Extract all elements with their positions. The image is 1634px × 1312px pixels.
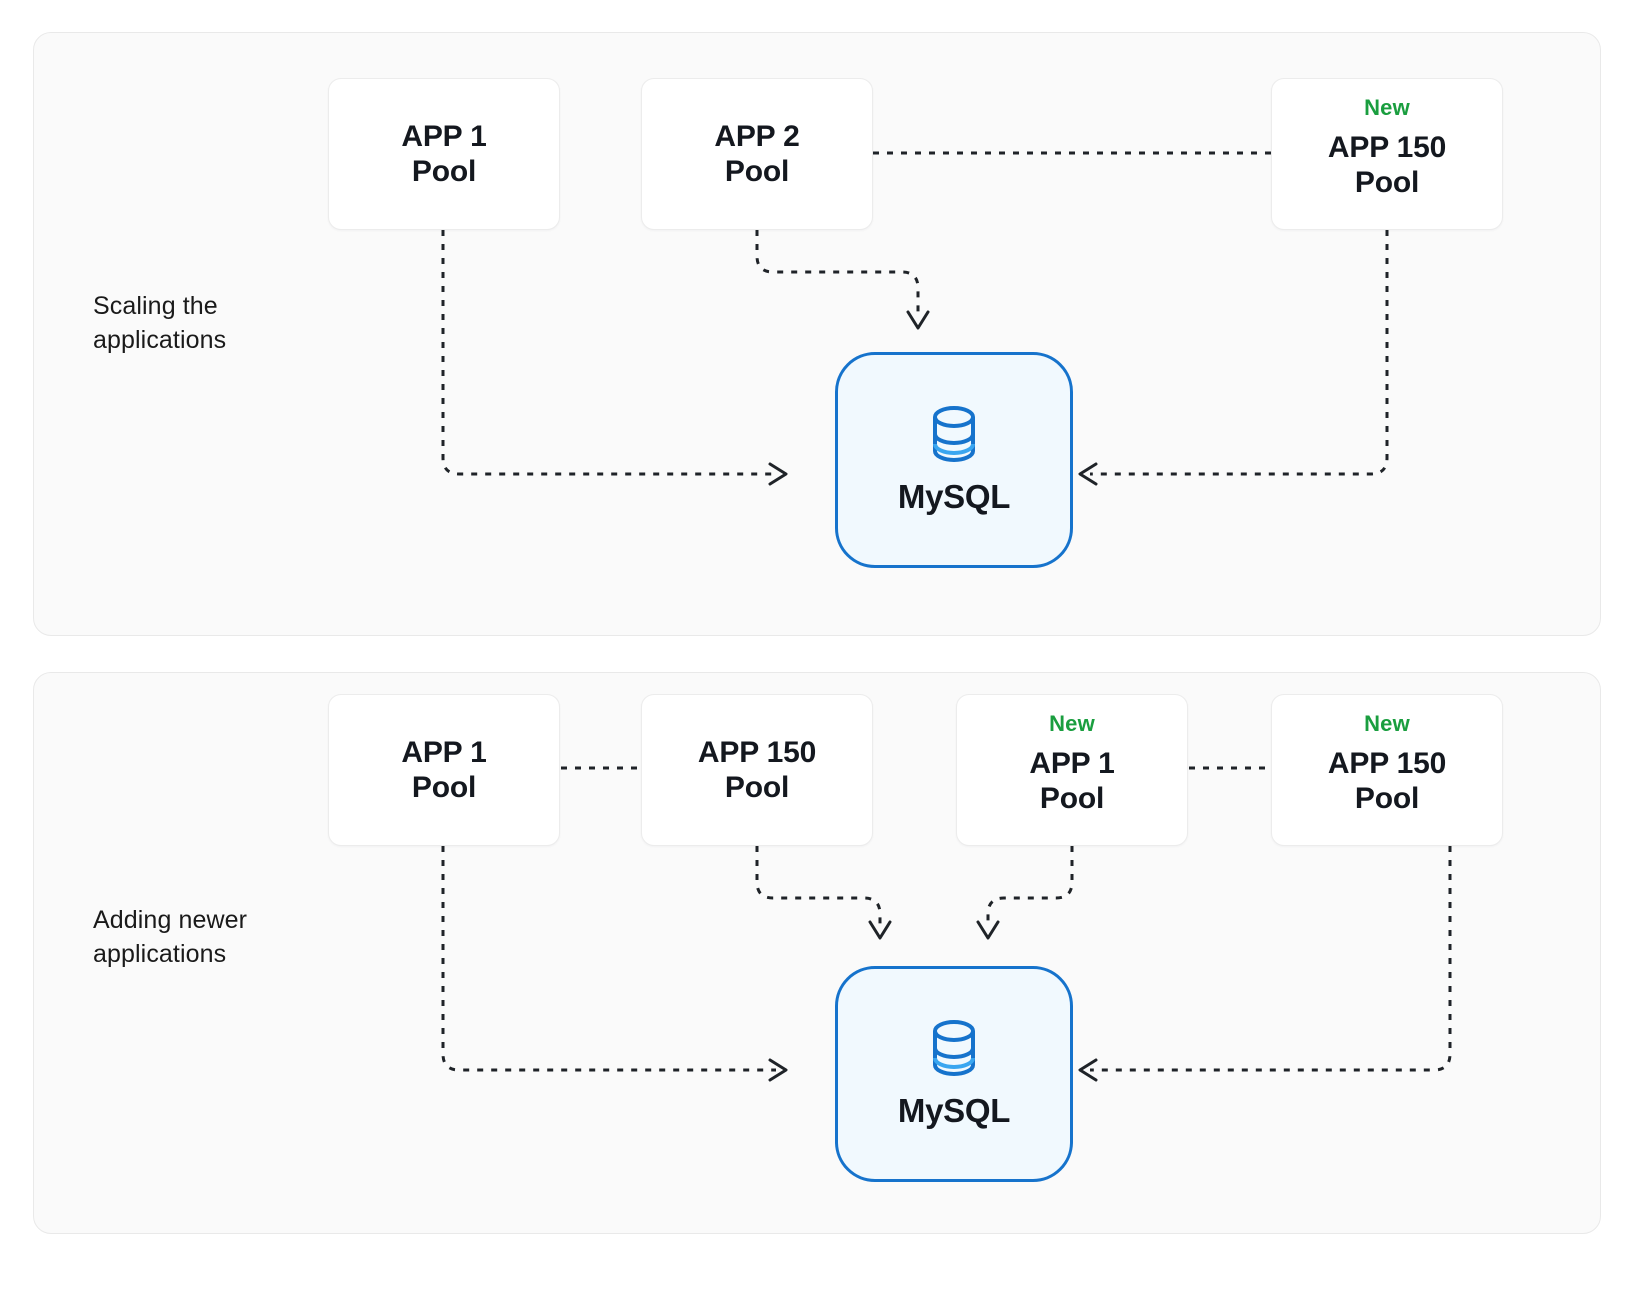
panel-caption-adding: Adding newer applications bbox=[93, 906, 248, 968]
database-label: MySQL bbox=[897, 1092, 1011, 1129]
database-icon bbox=[926, 404, 982, 464]
app-card-title: APP 150 bbox=[1327, 130, 1447, 164]
new-badge: New bbox=[1364, 95, 1410, 120]
app-card-subtitle: Pool bbox=[1354, 782, 1420, 815]
new-badge: New bbox=[1049, 711, 1095, 736]
app-card-subtitle: Pool bbox=[1354, 166, 1420, 199]
database-node-mysql-top[interactable]: MySQL bbox=[835, 352, 1073, 568]
app-card-title: APP 1 bbox=[401, 735, 487, 769]
app-card-title: APP 1 bbox=[1029, 746, 1115, 780]
app-card-top-app150-new[interactable]: New APP 150 Pool bbox=[1271, 78, 1503, 230]
app-card-bottom-app150-new[interactable]: New APP 150 Pool bbox=[1271, 694, 1503, 846]
app-card-bottom-app1[interactable]: APP 1 Pool bbox=[328, 694, 560, 846]
database-label: MySQL bbox=[897, 478, 1011, 515]
app-card-title: APP 1 bbox=[401, 119, 487, 153]
app-card-top-app2[interactable]: APP 2 Pool bbox=[641, 78, 873, 230]
database-icon bbox=[926, 1018, 982, 1078]
app-card-subtitle: Pool bbox=[411, 155, 477, 188]
app-card-top-app1[interactable]: APP 1 Pool bbox=[328, 78, 560, 230]
app-card-subtitle: Pool bbox=[724, 155, 790, 188]
new-badge: New bbox=[1364, 711, 1410, 736]
app-card-bottom-app150[interactable]: APP 150 Pool bbox=[641, 694, 873, 846]
app-card-subtitle: Pool bbox=[724, 771, 790, 804]
database-node-mysql-bottom[interactable]: MySQL bbox=[835, 966, 1073, 1182]
app-card-subtitle: Pool bbox=[1039, 782, 1105, 815]
app-card-title: APP 150 bbox=[697, 735, 817, 769]
app-card-bottom-app1-new[interactable]: New APP 1 Pool bbox=[956, 694, 1188, 846]
panel-caption-scaling: Scaling the applications bbox=[93, 292, 227, 354]
app-card-title: APP 150 bbox=[1327, 746, 1447, 780]
app-card-subtitle: Pool bbox=[411, 771, 477, 804]
app-card-title: APP 2 bbox=[714, 119, 800, 153]
